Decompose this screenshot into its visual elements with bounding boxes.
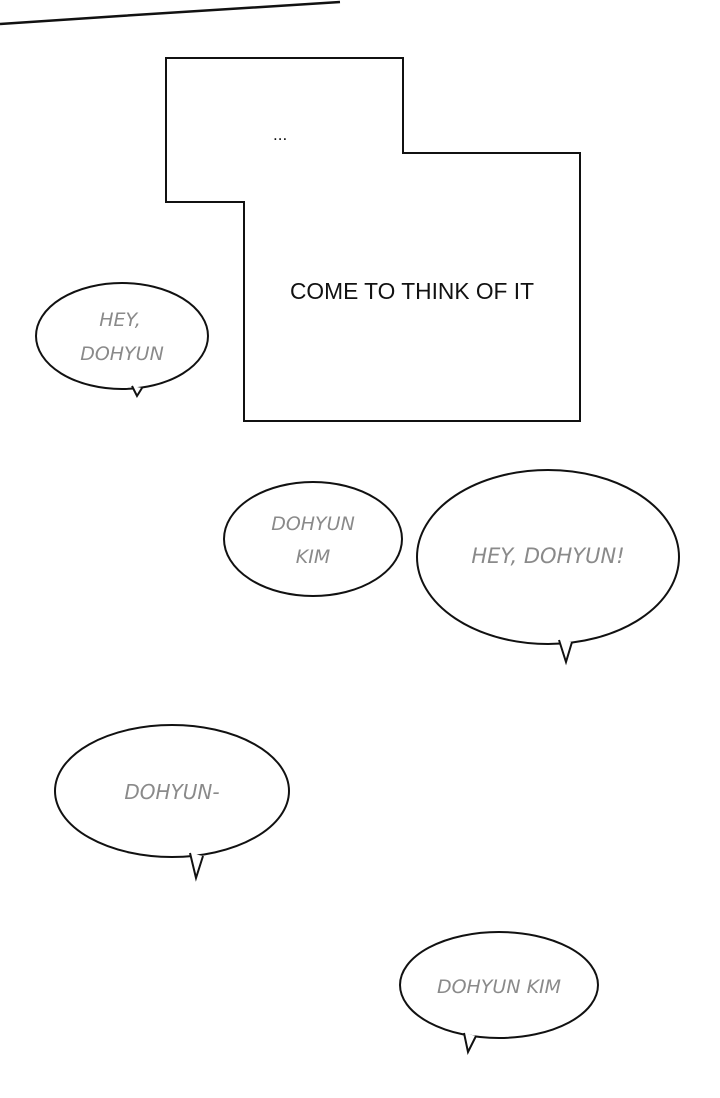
bubble-2-line-1: DOHYUN — [271, 513, 355, 535]
caption-box — [165, 57, 581, 422]
bubble-3-line-1: HEY, DOHYUN! — [471, 544, 624, 568]
caption-text: COME TO THINK OF IT — [290, 278, 534, 304]
speech-bubble-2: DOHYUN KIM — [223, 481, 403, 597]
bubble-1-line-2: DOHYUN — [80, 343, 164, 365]
panel-top-border — [0, 0, 341, 26]
bubble-4-line-1: DOHYUN- — [124, 780, 219, 804]
speech-bubble-4: DOHYUN- — [54, 724, 290, 882]
bubble-2-line-2: KIM — [296, 546, 330, 568]
speech-bubble-3: HEY, DOHYUN! — [416, 469, 680, 666]
bubble-5-line-1: DOHYUN KIM — [437, 976, 561, 998]
bubble-1-line-1: HEY, — [99, 309, 141, 331]
caption-ellipsis: ... — [273, 125, 287, 144]
speech-bubble-5: DOHYUN KIM — [399, 931, 599, 1056]
speech-bubble-1: HEY, DOHYUN — [35, 282, 209, 399]
